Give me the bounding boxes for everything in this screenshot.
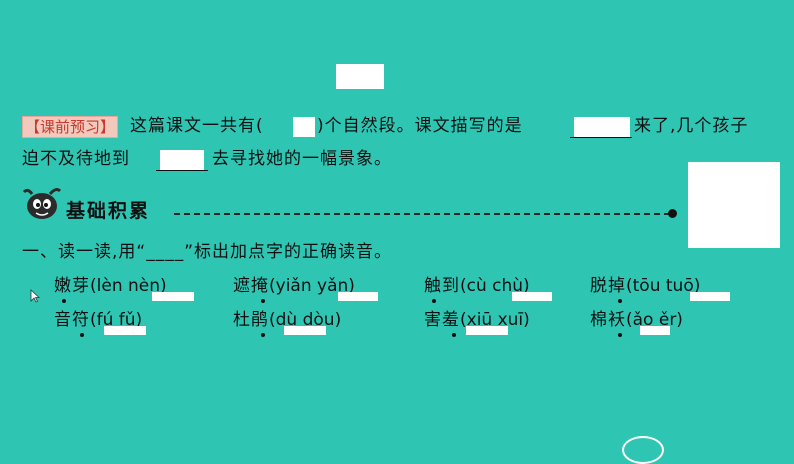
divider-end-dot xyxy=(668,209,677,218)
emphasis-dot xyxy=(80,333,84,337)
answer-underline[interactable] xyxy=(690,292,730,301)
season-blank[interactable] xyxy=(574,117,630,137)
answer-underline[interactable] xyxy=(512,292,552,301)
mascot-icon xyxy=(20,186,64,222)
decorative-circle xyxy=(622,436,664,464)
emphasis-dot xyxy=(618,333,622,337)
word-item: 棉袄(ǎo ěr) xyxy=(590,310,683,330)
word-item: 杜鹃(dù dòu) xyxy=(233,310,342,330)
section-divider xyxy=(174,213,670,215)
emphasis-dot xyxy=(452,333,456,337)
season-blank-underline xyxy=(570,137,632,138)
image-placeholder-box xyxy=(688,162,780,248)
word-item: 遮掩(yiǎn yǎn) xyxy=(233,276,355,296)
preview-text-3: 来了,几个孩子 xyxy=(634,116,749,136)
answer-underline[interactable] xyxy=(152,292,194,301)
answer-underline[interactable] xyxy=(284,326,326,335)
question-title: 一、读一读,用“____”标出加点字的正确读音。 xyxy=(22,242,393,262)
word-item: 音符(fú fǔ) xyxy=(54,310,143,330)
place-blank-underline xyxy=(156,170,208,171)
cursor-icon xyxy=(30,288,41,303)
emphasis-dot xyxy=(432,299,436,303)
preview-text-2: )个自然段。课文描写的是 xyxy=(317,116,523,136)
emphasis-dot xyxy=(62,299,66,303)
preview-tag: 【课前预习】 xyxy=(22,116,119,138)
word-item: 触到(cù chù) xyxy=(424,276,530,296)
emphasis-dot xyxy=(261,333,265,337)
answer-underline[interactable] xyxy=(640,326,670,335)
answer-underline[interactable] xyxy=(466,326,508,335)
emphasis-dot xyxy=(261,299,265,303)
answer-underline[interactable] xyxy=(104,326,146,335)
word-item: 嫩芽(lèn nèn) xyxy=(54,276,167,296)
title-blank-box xyxy=(336,64,384,89)
emphasis-dot xyxy=(618,299,622,303)
paragraph-count-blank[interactable] xyxy=(293,117,315,137)
preview-text-4: 迫不及待地到 xyxy=(22,149,130,169)
word-item: 脱掉(tōu tuō) xyxy=(590,276,701,296)
word-item: 害羞(xiū xuī) xyxy=(424,310,530,330)
place-blank[interactable] xyxy=(160,150,204,170)
answer-underline[interactable] xyxy=(338,292,378,301)
preview-text-1: 这篇课文一共有( xyxy=(130,116,264,136)
preview-text-5: 去寻找她的一幅景象。 xyxy=(212,149,392,169)
section-title: 基础积累 xyxy=(66,200,151,222)
